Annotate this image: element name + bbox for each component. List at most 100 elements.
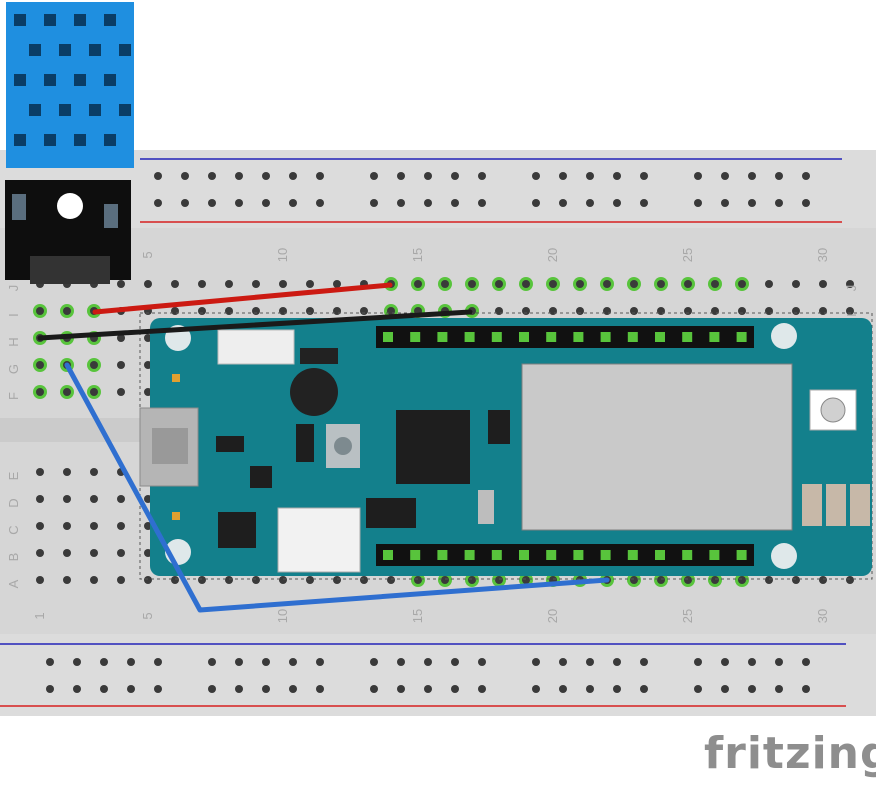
header-pin <box>410 550 421 560</box>
breadboard-hole <box>441 576 449 584</box>
breadboard-hole <box>154 172 162 180</box>
breadboard-hole <box>235 199 243 207</box>
breadboard-hole <box>90 361 98 369</box>
sensor-pin-header <box>30 256 110 284</box>
power-rails <box>0 158 846 707</box>
breadboard-hole <box>495 307 503 315</box>
breadboard-hole <box>316 172 324 180</box>
breadboard-hole <box>630 307 638 315</box>
header-pin <box>464 332 475 342</box>
breadboard-hole <box>684 576 692 584</box>
breadboard-hole <box>819 280 827 288</box>
breadboard-hole <box>208 172 216 180</box>
breadboard-hole <box>468 576 476 584</box>
breadboard-hole <box>640 685 648 693</box>
header-pin <box>709 550 720 560</box>
header-pin <box>627 332 638 342</box>
breadboard-hole <box>289 658 297 666</box>
breadboard-hole <box>36 388 44 396</box>
breadboard-hole <box>775 199 783 207</box>
breadboard-hole <box>721 172 729 180</box>
led <box>172 512 180 520</box>
breadboard-hole <box>181 172 189 180</box>
header-pin <box>491 332 502 342</box>
breadboard-hole <box>360 307 368 315</box>
breadboard-hole <box>117 361 125 369</box>
battery-connector <box>217 329 295 365</box>
breadboard-hole <box>100 658 108 666</box>
header-pin <box>709 332 720 342</box>
header-pin <box>736 332 747 342</box>
breadboard-hole <box>144 576 152 584</box>
breadboard-hole <box>451 658 459 666</box>
breadboard-hole <box>154 685 162 693</box>
breadboard-hole <box>316 658 324 666</box>
vent-slot <box>74 74 86 86</box>
header-pin <box>682 550 693 560</box>
breadboard-hole <box>225 280 233 288</box>
breadboard-hole <box>603 307 611 315</box>
breadboard-hole <box>387 307 395 315</box>
breadboard-hole <box>414 576 422 584</box>
breadboard-hole <box>640 172 648 180</box>
breadboard-hole <box>792 307 800 315</box>
breadboard-hole <box>262 658 270 666</box>
header-pin <box>519 550 529 560</box>
breadboard-hole <box>63 307 71 315</box>
breadboard-hole <box>235 685 243 693</box>
breadboard-hole <box>90 549 98 557</box>
header-pin <box>383 332 393 342</box>
breadboard-hole <box>451 199 459 207</box>
breadboard-hole <box>613 685 621 693</box>
sensor-vent-grill <box>14 14 131 146</box>
breadboard-hole <box>333 576 341 584</box>
capacitor <box>478 490 494 524</box>
breadboard-hole <box>63 549 71 557</box>
wire-data <box>64 362 610 613</box>
vent-slot <box>89 44 101 56</box>
breadboard-hole <box>586 658 594 666</box>
breadboard-hole <box>721 685 729 693</box>
breadboard-hole <box>802 658 810 666</box>
breadboard-hole <box>171 576 179 584</box>
breadboard-hole <box>117 549 125 557</box>
breadboard-hole <box>532 658 540 666</box>
breadboard-hole <box>63 495 71 503</box>
breadboard-hole <box>640 199 648 207</box>
breadboard-hole <box>468 280 476 288</box>
breadboard-hole <box>154 199 162 207</box>
breadboard-hole <box>559 172 567 180</box>
radio-module-shield <box>521 363 793 531</box>
breadboard-hole <box>36 307 44 315</box>
crypto-chip <box>218 512 256 548</box>
breadboard-hole <box>397 199 405 207</box>
breadboard-hole <box>90 522 98 530</box>
breadboard-hole <box>117 576 125 584</box>
main-mcu-chip <box>396 410 470 484</box>
breadboard-hole <box>225 576 233 584</box>
breadboard-hole <box>532 685 540 693</box>
breadboard-hole <box>90 468 98 476</box>
sensor-smd-led <box>104 204 118 228</box>
inductor <box>802 484 822 526</box>
row-letter: B <box>6 553 21 562</box>
column-number: 15 <box>410 609 425 623</box>
breadboard-hole <box>748 685 756 693</box>
breadboard-hole <box>90 576 98 584</box>
usb-port <box>152 428 188 464</box>
breadboard-hole <box>711 576 719 584</box>
breadboard-hole <box>765 280 773 288</box>
header-pin <box>383 550 393 560</box>
breadboard-hole <box>586 199 594 207</box>
row-letter: E <box>6 471 21 480</box>
breadboard-hole <box>478 658 486 666</box>
header-pin <box>546 550 557 560</box>
breadboard-hole <box>738 576 746 584</box>
breadboard-hole <box>802 172 810 180</box>
vent-slot <box>89 104 101 116</box>
breadboard-hole <box>90 388 98 396</box>
breadboard-hole <box>613 199 621 207</box>
breadboard-hole <box>36 495 44 503</box>
column-number: 30 <box>815 248 830 262</box>
